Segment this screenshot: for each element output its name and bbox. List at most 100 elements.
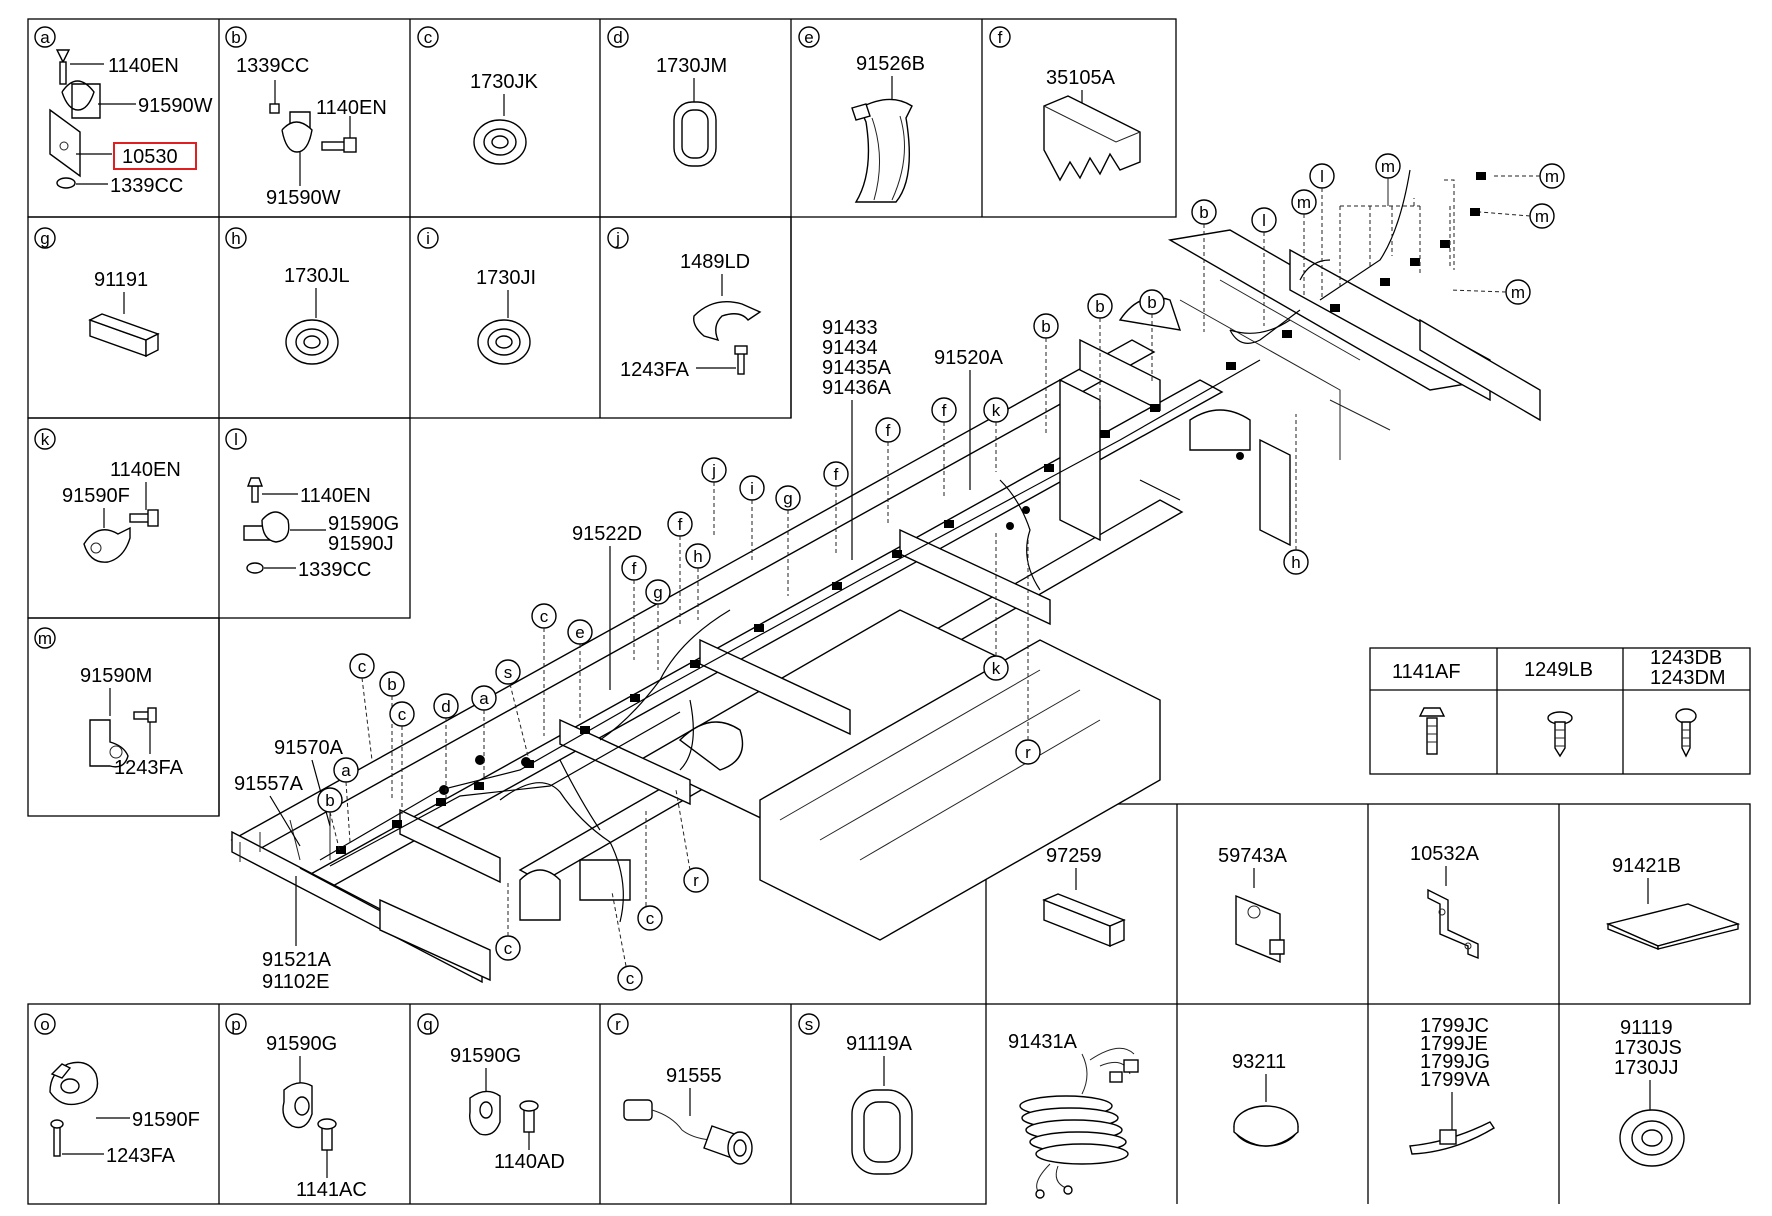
svg-text:i: i xyxy=(750,479,754,498)
round-screw-icon xyxy=(1675,708,1697,758)
callout-g: g xyxy=(775,485,801,596)
svg-text:d: d xyxy=(441,697,450,716)
highlight-box xyxy=(113,142,197,170)
svg-text:r: r xyxy=(693,871,699,890)
svg-text:m: m xyxy=(1535,207,1549,226)
callout-c: c xyxy=(611,891,643,991)
part-label: 1140EN xyxy=(110,459,181,481)
panel-letter: m xyxy=(38,629,52,648)
part-label: 91555 xyxy=(666,1065,722,1087)
svg-text:h: h xyxy=(1291,553,1300,572)
panel-grid-frames xyxy=(27,18,1177,817)
callout-f: f xyxy=(667,511,693,626)
panel-letter: r xyxy=(615,1015,621,1034)
part-label: 1730JL xyxy=(284,265,350,287)
svg-text:h: h xyxy=(693,547,702,566)
part-label: 91590M xyxy=(80,665,152,687)
callout-f: f xyxy=(875,417,901,524)
part-label: 1799JE xyxy=(1420,1033,1488,1055)
part-label: 91436A xyxy=(822,377,892,399)
callout-r: r xyxy=(675,789,709,893)
callout-m: m xyxy=(1492,163,1565,189)
svg-text:f: f xyxy=(886,421,891,440)
callout-s: s xyxy=(495,659,529,757)
panel-letter: j xyxy=(615,229,620,248)
callout-b: b xyxy=(1139,289,1165,384)
part-label: 1243FA xyxy=(114,757,184,779)
part-label: 1140EN xyxy=(300,485,371,507)
panel-h: h 1730JL xyxy=(225,227,350,365)
svg-text:r: r xyxy=(1025,743,1031,762)
svg-text:j: j xyxy=(711,461,716,480)
part-label: 1730JJ xyxy=(1614,1057,1679,1079)
callout-b: b xyxy=(1087,293,1113,410)
callout-b: b xyxy=(317,787,343,853)
part-label: 91520A xyxy=(934,347,1004,369)
part-label: 91590F xyxy=(62,485,130,507)
part-label: 1339CC xyxy=(236,55,309,77)
table-header: 1243DB xyxy=(1650,647,1722,669)
part-label: 1141AC xyxy=(296,1179,367,1201)
wiring-harness-drawing xyxy=(319,169,1411,923)
main-labels: 91433 91434 91435A 91436A 91520A 91522D … xyxy=(234,317,1004,993)
cell-97259: 97259 xyxy=(1042,845,1126,948)
panel-b: b 1339CC 1140EN 91590W xyxy=(225,26,387,209)
tapping-screw-icon xyxy=(1547,711,1573,758)
svg-text:c: c xyxy=(358,657,367,676)
panel-letter: p xyxy=(231,1015,240,1034)
svg-text:c: c xyxy=(540,607,549,626)
part-label: 91431A xyxy=(1008,1031,1078,1053)
panel-r: r 91555 xyxy=(607,1013,753,1165)
panel-q: q 91590G 1140AD xyxy=(417,1013,565,1173)
callout-c: c xyxy=(637,810,663,931)
panel-o: o 91590F 1243FA xyxy=(34,1013,200,1167)
part-label: 91526B xyxy=(856,53,925,75)
panel-letter: b xyxy=(231,28,240,47)
svg-text:g: g xyxy=(653,583,662,602)
part-label: 91191 xyxy=(94,269,148,291)
svg-text:c: c xyxy=(646,909,655,928)
cell-91421B: 91421B xyxy=(1605,855,1741,951)
callout-b: b xyxy=(1033,313,1059,436)
panel-s: s 91119A xyxy=(798,1013,913,1175)
part-label: 91119A xyxy=(846,1033,913,1055)
callout-c: c xyxy=(349,653,375,761)
cell-91119: 91119 1730JS 1730JJ xyxy=(1614,1017,1685,1167)
svg-text:g: g xyxy=(783,489,792,508)
svg-text:m: m xyxy=(1511,283,1525,302)
harness-clips xyxy=(336,172,1486,854)
panel-g: g 91191 xyxy=(34,227,160,358)
part-label: 91590F xyxy=(132,1109,200,1131)
part-label: 1140AD xyxy=(494,1151,565,1173)
callout-c: c xyxy=(389,701,415,816)
callout-g: g xyxy=(645,579,671,670)
panel-letter: h xyxy=(231,229,240,248)
part-label: 91521A xyxy=(262,949,332,971)
part-label: 35105A xyxy=(1046,67,1116,89)
part-label: 91119 xyxy=(1620,1017,1673,1039)
table-header: 1243DM xyxy=(1650,667,1726,689)
callout-b: b xyxy=(1191,199,1217,332)
callout-c: c xyxy=(531,603,557,736)
cell-59743A: 59743A xyxy=(1218,845,1288,964)
callout-c: c xyxy=(495,882,521,961)
panel-letter: f xyxy=(998,28,1003,47)
part-label: 91590W xyxy=(266,187,341,209)
callout-f: f xyxy=(621,555,647,660)
panel-letter: o xyxy=(40,1015,49,1034)
screw-table: 1141AF 1249LB 1243DB 1243DM xyxy=(1369,647,1751,775)
panel-letter: g xyxy=(40,229,49,248)
panel-k: k 1140EN 91590F xyxy=(34,428,181,563)
part-label: 91557A xyxy=(234,773,304,795)
panel-letter: i xyxy=(426,229,430,248)
svg-text:c: c xyxy=(398,705,407,724)
panel-e: e 91526B xyxy=(798,26,925,203)
part-label: 1799JG xyxy=(1420,1051,1490,1073)
svg-text:b: b xyxy=(1041,317,1050,336)
svg-text:a: a xyxy=(479,689,489,708)
parts-grid-bottom xyxy=(27,1003,987,1205)
svg-text:k: k xyxy=(992,401,1001,420)
callout-m: m xyxy=(1449,279,1531,305)
panel-c: c 1730JK xyxy=(417,26,538,165)
